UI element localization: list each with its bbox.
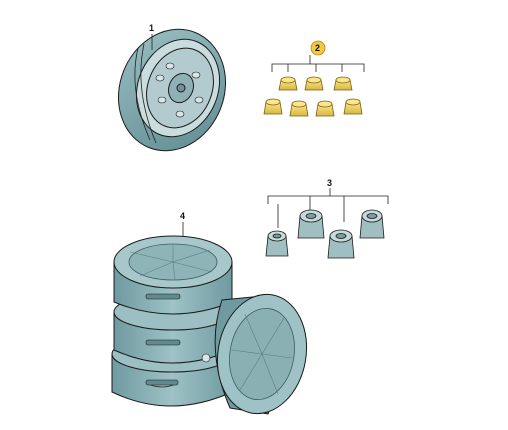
callout-3[interactable]: 3 [267, 178, 389, 228]
callout-2[interactable]: 2 [271, 40, 365, 72]
tire-storage-bag-standing [201, 293, 308, 415]
spare-wheel-icon [117, 28, 227, 152]
callout-1-label: 1 [149, 23, 154, 33]
tire-storage-bag-icon [111, 235, 308, 415]
callout-4[interactable]: 4 [180, 211, 185, 236]
tire-storage-bag-top [113, 235, 233, 315]
callout-4-label: 4 [180, 211, 185, 221]
callout-2-label: 2 [315, 43, 320, 53]
callout-3-label: 3 [327, 178, 332, 188]
locking-wheel-bolt-icon [265, 209, 385, 259]
callout-1[interactable]: 1 [149, 23, 154, 50]
callout-2-badge [310, 40, 326, 56]
wheel-bolt-cap-icon [263, 76, 363, 117]
